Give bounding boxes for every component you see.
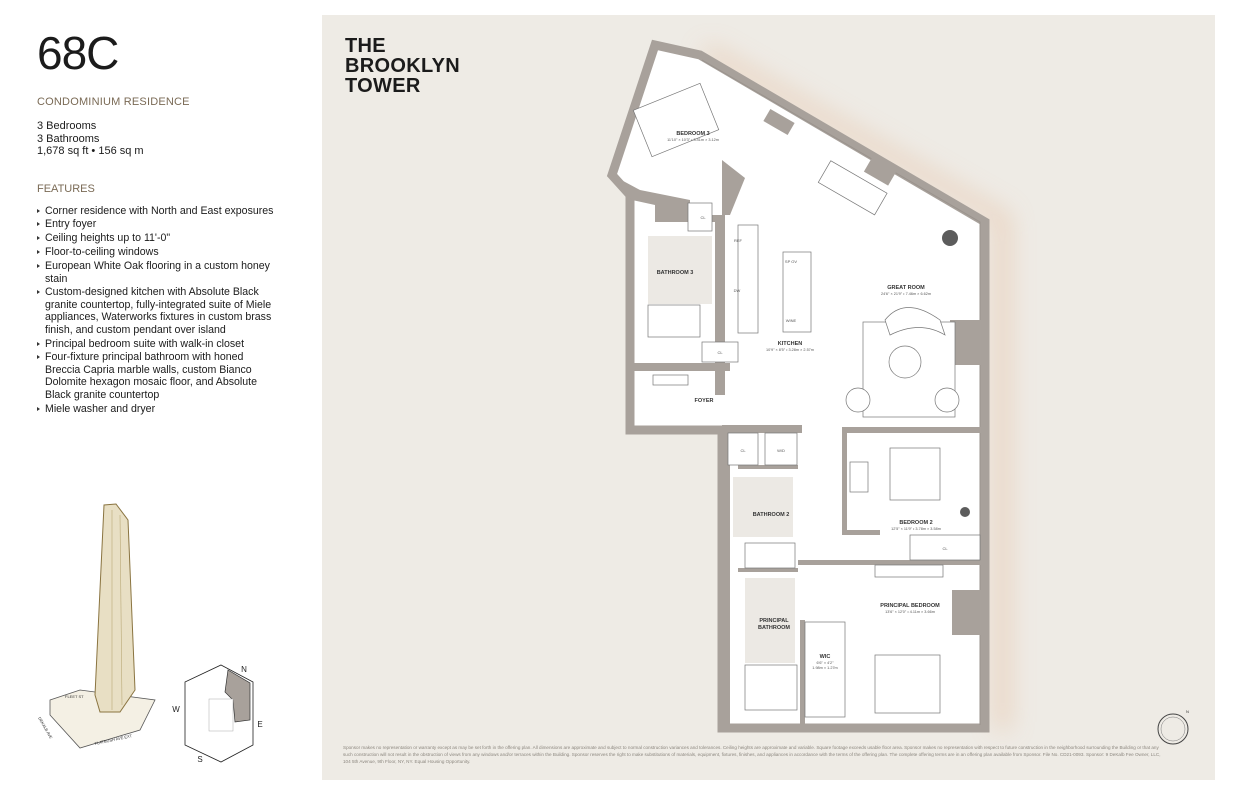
features-heading: FEATURES [37,182,95,195]
closet-3 [687,202,713,232]
bathtub [744,542,796,569]
wine-fridge-label: WINE [786,318,797,323]
brand-line: TOWER [345,75,421,97]
oven-label: SP OV [785,259,797,264]
room-label-bathroom-2: BATHROOM 2 [753,512,790,518]
feature-item: Custom-designed kitchen with Absolute Bl… [37,286,277,336]
furniture [632,82,981,718]
brooklyn-seal-icon [1160,716,1186,742]
brand-line: BROOKLYN [345,55,461,77]
room-label-bedroom-3: BEDROOM 3 [676,131,709,137]
key-plan: N E S W [172,664,263,764]
feature-item: Entry foyer [37,218,277,230]
sofa [884,307,946,336]
shower-3 [647,304,701,338]
unit-info: 68C CONDOMINIUM RESIDENCE 3 Bedrooms 3 B… [37,30,277,417]
feature-item: Miele washer and dryer [37,403,277,415]
closet-label: CL [700,215,706,220]
plant-icon [960,507,970,517]
room-label-wic: WIC [820,654,831,660]
bathroom2-floor [733,477,793,537]
feature-item: European White Oak flooring in a custom … [37,260,277,285]
room-label-principal-bathroom: PRINCIPAL [759,618,789,624]
room-label-principal-bathroom: BATHROOM [758,625,790,631]
washer-dryer-label: W/D [777,448,785,453]
feature-item: Ceiling heights up to 11'-0" [37,232,277,244]
room-dims-kitchen: 10'9" × 8'5" • 3.28m × 2.57m [766,348,814,352]
closet-label: CL [942,546,948,551]
armchair [934,387,960,413]
closet-hall [727,432,759,466]
armchair [845,387,871,413]
unit-number: 68C [37,27,119,79]
unit-area: 1,678 sq ft • 156 sq m [37,145,144,157]
tower-illustration: FLEET ST DEKALB AVE FLATBUSH AVE EXT [37,503,156,749]
brand-logo: THE BROOKLYN TOWER [345,36,460,96]
principal-bed [874,654,941,714]
bed-3 [632,82,720,158]
room-dims-bedroom-2: 12'5" × 11'9" • 3.78m × 3.58m [891,527,941,531]
room-label-bedroom-2: BEDROOM 2 [899,520,932,526]
room-dims-principal-bedroom: 13'6" × 12'0" • 4.11m × 3.66m [885,610,935,614]
interior-walls [612,108,985,725]
desk [849,461,869,493]
room-label-principal-bedroom: PRINCIPAL BEDROOM [880,603,940,609]
room-label-bathroom-3: BATHROOM 3 [657,270,694,276]
room-label-kitchen: KITCHEN [778,341,802,347]
bed-2 [889,447,941,501]
coffee-table [888,345,922,379]
compass-south: S [197,755,202,764]
street-label: DEKALB AVE [37,716,54,740]
room-label-foyer: FOYER [695,398,714,404]
closet-label: CL [717,350,723,355]
fridge-label: REF [734,238,743,243]
features-list: Corner residence with North and East exp… [37,205,277,416]
room-dims-wic: 1.98m × 1.27m [812,666,837,670]
kitchen-counter [737,224,759,334]
washer-dryer [764,432,798,466]
compass-west: W [172,705,180,714]
dresser [874,564,944,578]
kitchen-island [782,251,812,333]
bathroom3-floor [648,236,712,304]
street-label: FLEET ST [65,694,84,699]
compass-north: N [241,665,247,674]
brand-line: THE [345,35,386,57]
feature-item: Corner residence with North and East exp… [37,205,277,217]
foyer-console [652,374,689,386]
plant-icon [942,230,958,246]
brooklyn-seal-icon [1157,713,1189,745]
closet-bedroom-2 [909,534,981,561]
walk-in-closet [804,621,846,718]
bathroom-count: 3 Bathrooms [37,132,100,145]
bedroom-count: 3 Bedrooms [37,120,97,132]
room-dims-wic: 6'6" × 4'2" [817,661,835,665]
room-label-great-room: GREAT ROOM [887,285,925,291]
room-dims-great-room: 24'6" × 21'9" • 7.46m × 6.62m [881,292,931,296]
legal-disclaimer: Sponsor makes no representation or warra… [343,745,1161,764]
residence-type: CONDOMINIUM RESIDENCE [37,96,190,108]
principal-shower [744,664,798,711]
unit-stats: 3 Bedrooms 3 Bathrooms 1,678 sq ft • 156… [37,120,277,158]
dishwasher-label: DW [734,288,741,293]
compass-east: E [257,720,262,729]
principal-bathroom-floor [745,578,795,663]
dining-table [817,160,888,216]
feature-item: Floor-to-ceiling windows [37,246,277,258]
feature-item: Principal bedroom suite with walk-in clo… [37,338,277,350]
closet-label: CL [740,448,746,453]
room-dims-bedroom-3: 11'10" × 10'3" • 3.41m × 3.12m [667,138,719,142]
seal-north: N [1186,709,1189,714]
feature-item: Four-fixture principal bathroom with hon… [37,351,277,401]
closet-foyer [701,341,739,363]
